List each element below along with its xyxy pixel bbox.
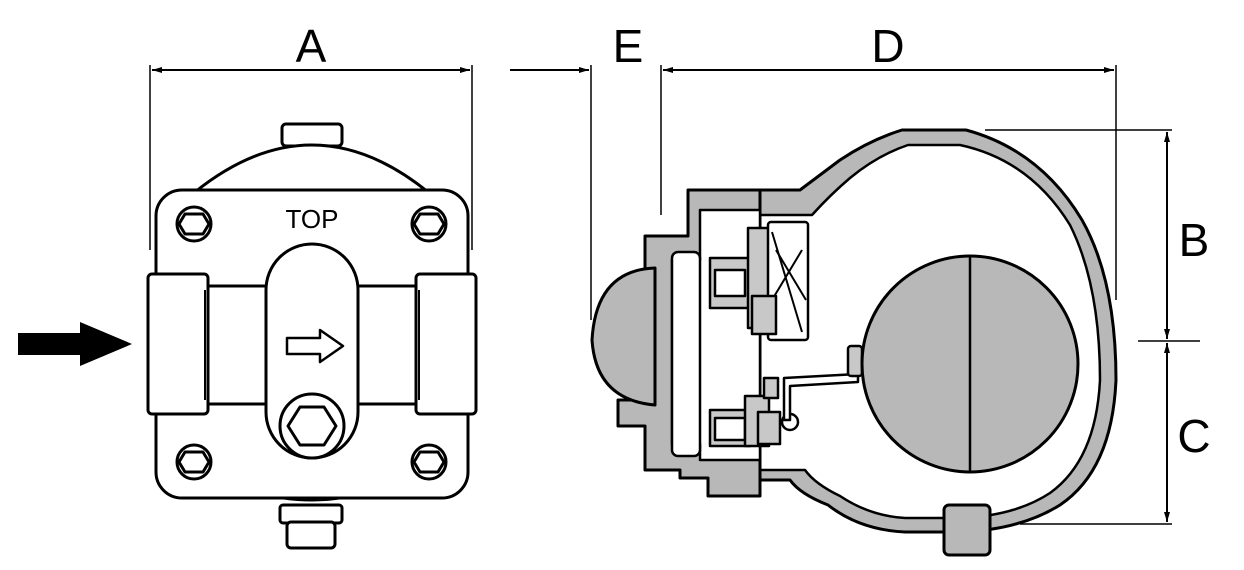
top-cap bbox=[280, 122, 344, 148]
dimension-c: C bbox=[1020, 343, 1211, 525]
dimension-b: B bbox=[985, 129, 1210, 342]
bolt-top-left bbox=[175, 205, 213, 243]
section-view: E D B C bbox=[510, 20, 1211, 557]
valve-seat-upper bbox=[708, 220, 810, 342]
outline-arrow-right-icon bbox=[285, 328, 345, 364]
dimension-d: D bbox=[663, 20, 1117, 300]
dimension-e: E bbox=[510, 20, 662, 320]
bolt-bottom-right bbox=[410, 443, 448, 481]
float-arm-pivot bbox=[846, 344, 864, 378]
dim-d-label: D bbox=[871, 20, 904, 72]
dim-e-label: E bbox=[613, 20, 644, 72]
dim-a-label: A bbox=[296, 20, 327, 72]
strainer-dome bbox=[590, 266, 657, 407]
top-dome bbox=[194, 143, 429, 194]
front-view: A bbox=[18, 20, 478, 550]
center-bolt-hex bbox=[286, 405, 338, 447]
drain-plug bbox=[942, 503, 992, 557]
dimension-a: A bbox=[149, 20, 473, 250]
bottom-plug bbox=[285, 520, 337, 550]
dim-b-label: B bbox=[1179, 214, 1210, 266]
strainer-plate bbox=[670, 250, 702, 458]
dim-c-label: C bbox=[1177, 410, 1210, 462]
top-label: TOP bbox=[286, 204, 339, 234]
inlet-port bbox=[146, 272, 210, 416]
bolt-top-right bbox=[410, 205, 448, 243]
outlet-port bbox=[414, 272, 478, 416]
bottom-plug-ring bbox=[278, 503, 344, 525]
bolt-bottom-left bbox=[175, 443, 213, 481]
arrow-right-icon bbox=[18, 322, 132, 366]
